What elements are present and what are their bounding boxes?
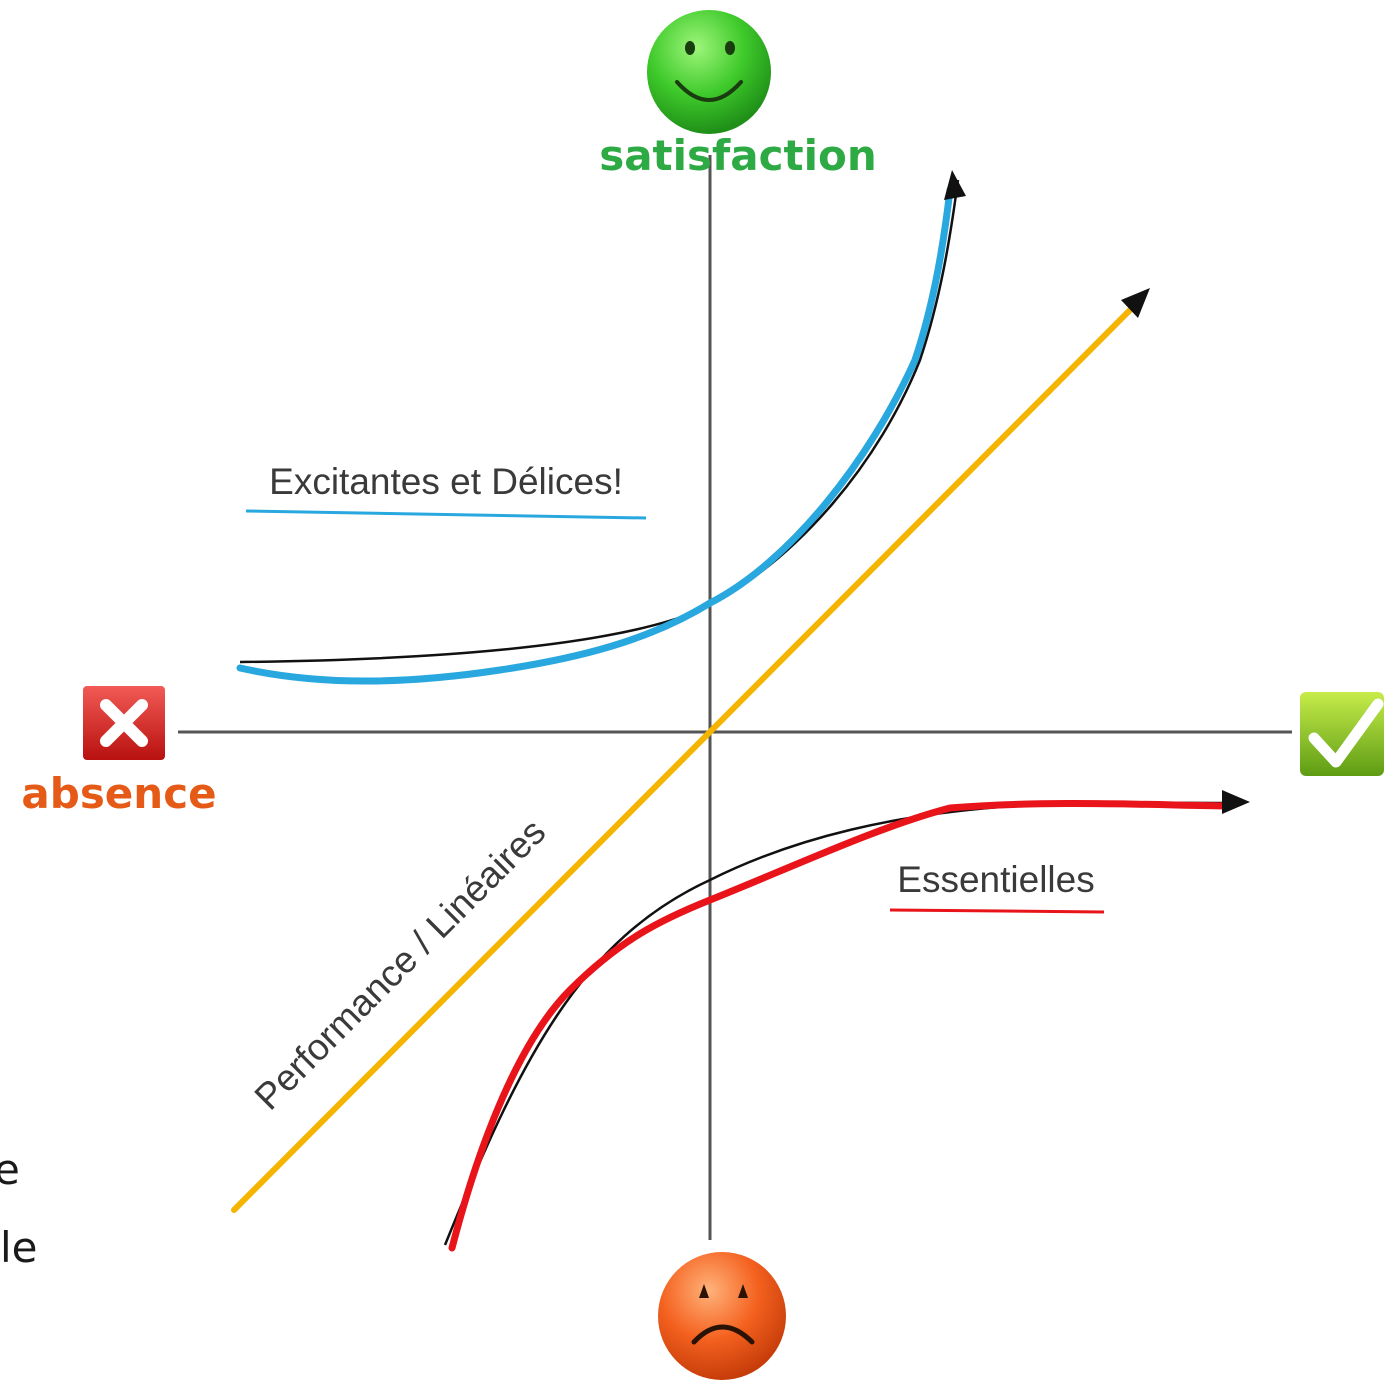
- delight-curve: [236, 170, 966, 685]
- performance-label: Performance / Linéaires: [247, 811, 554, 1118]
- satisfaction-label: satisfaction: [599, 131, 877, 180]
- green-check-icon: [1300, 692, 1384, 776]
- performance-line: [231, 288, 1150, 1213]
- edge-text-fragment: le: [0, 1223, 38, 1272]
- edge-text-fragment: e: [0, 1145, 20, 1194]
- happy-face-icon: [647, 10, 771, 134]
- delight-underline: [245, 509, 647, 520]
- red-cross-icon: [83, 686, 165, 760]
- delight-label: Excitantes et Délices!: [269, 461, 623, 502]
- essential-curve: [443, 790, 1250, 1252]
- essential-underline: [889, 908, 1105, 914]
- sad-face-icon: [658, 1252, 786, 1380]
- essential-label: Essentielles: [897, 859, 1094, 900]
- absence-label: absence: [21, 769, 216, 818]
